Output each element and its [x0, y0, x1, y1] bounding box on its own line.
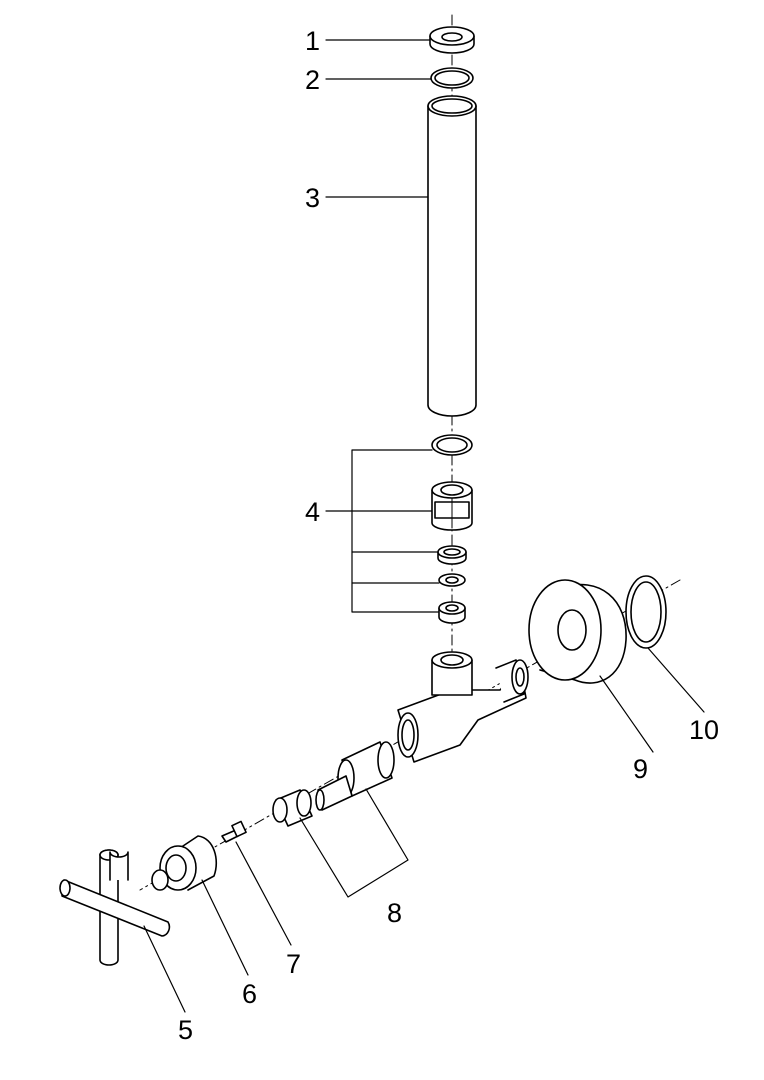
part-4-bottom-bush: [439, 602, 465, 623]
part-3-tube: [428, 96, 476, 416]
part-1-cap-nut: [430, 27, 474, 53]
part-4-bushing: [432, 482, 472, 530]
part-6-handle-hub: [160, 836, 216, 890]
callout-6: 6: [242, 979, 257, 1009]
callout-3: 3: [305, 183, 320, 213]
part-4-small-washer: [439, 574, 465, 586]
part-8-cartridge: [316, 742, 394, 810]
leader-lines: [143, 39, 705, 1013]
part-5-cross-handle: [60, 850, 169, 965]
callout-10: 10: [689, 715, 719, 745]
callout-7: 7: [286, 949, 301, 979]
part-10-seal-ring: [626, 576, 666, 648]
part-4-split-ring: [438, 546, 466, 564]
callout-labels: 1 2 3 4 5 6 7 8 9 10: [178, 26, 719, 1045]
part-9-wall-flange: [529, 580, 626, 683]
part-7-screw: [222, 821, 246, 842]
part-4-top-washer: [432, 435, 472, 455]
valve-body: [398, 652, 528, 762]
callout-1: 1: [305, 26, 320, 56]
callout-5: 5: [178, 1015, 193, 1045]
part-8-spindle-insert: [273, 790, 312, 826]
callout-2: 2: [305, 65, 320, 95]
part-2-o-ring: [431, 68, 473, 88]
callout-8: 8: [387, 898, 402, 928]
callout-9: 9: [633, 754, 648, 784]
callout-4: 4: [305, 497, 320, 527]
